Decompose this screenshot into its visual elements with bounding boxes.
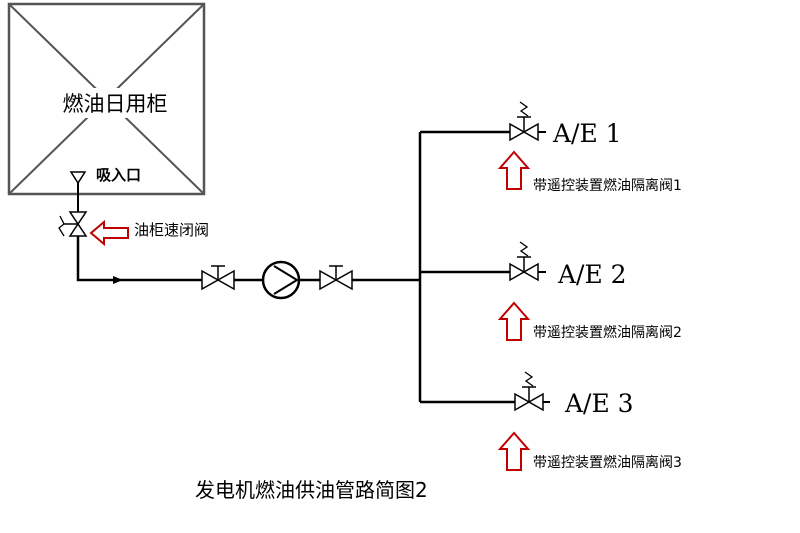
engine-label-3: A/E 3 <box>564 389 634 418</box>
fuel-pump <box>261 260 301 300</box>
isolation-valve-2 <box>509 241 546 282</box>
arrow-left-tank-valve <box>89 219 129 247</box>
inlet-marker <box>69 171 87 212</box>
gate-valve-2 <box>319 265 353 291</box>
isolation-valve-3 <box>514 371 550 412</box>
engine-label-1: A/E 1 <box>552 119 622 148</box>
isolation-valve-label-2: 带遥控装置燃油隔离阀2 <box>533 324 682 341</box>
tank-label: 燃油日用柜 <box>63 92 168 116</box>
day-tank: 燃油日用柜 吸入口 <box>7 2 206 196</box>
diagram-caption: 发电机燃油供油管路简图2 <box>195 478 428 502</box>
isolation-valve-1 <box>509 101 546 142</box>
arrow-up-1 <box>497 150 531 190</box>
inlet-label: 吸入口 <box>96 166 141 184</box>
engine-label-2: A/E 2 <box>557 260 627 289</box>
gate-valve-1 <box>201 265 235 291</box>
main-pipe <box>76 130 515 404</box>
arrow-up-3 <box>497 431 531 471</box>
arrow-up-2 <box>497 301 531 341</box>
tank-valve-label: 油柜速闭阀 <box>134 221 209 239</box>
flow-arrow <box>113 276 123 284</box>
isolation-valve-label-1: 带遥控装置燃油隔离阀1 <box>533 177 682 194</box>
isolation-valve-label-3: 带遥控装置燃油隔离阀3 <box>533 454 682 471</box>
tank-quick-closing-valve <box>58 211 88 237</box>
